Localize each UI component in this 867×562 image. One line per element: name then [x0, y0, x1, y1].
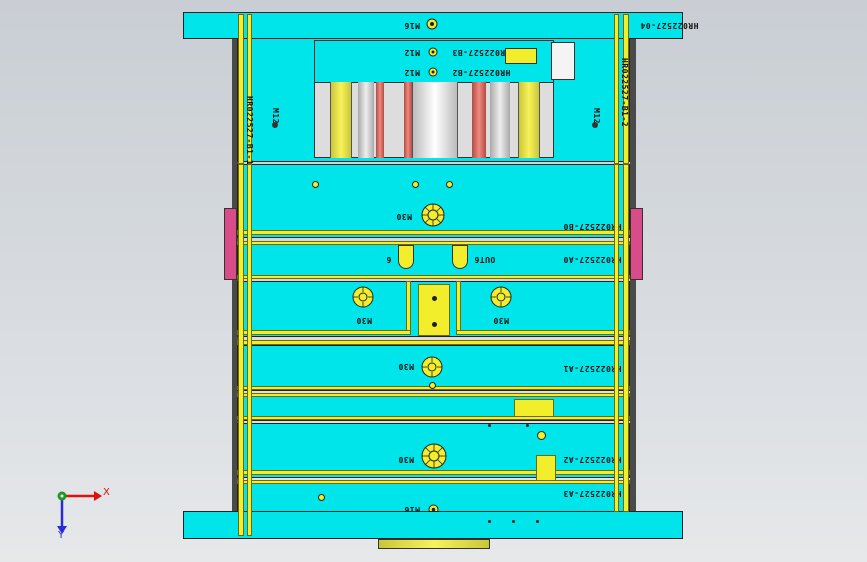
guide-rail-right-1 [614, 164, 619, 512]
a1-top-rail [237, 340, 630, 345]
rod-grey-2 [490, 82, 510, 158]
a0-out-label: OUT6 [474, 255, 496, 264]
a2-block[interactable] [536, 455, 556, 481]
screw-dot [526, 424, 529, 427]
spacer-top-rail [237, 393, 630, 397]
box-m12-b-label: M12 [404, 68, 420, 77]
plate-a1-label: HR022527-A1 [563, 364, 622, 373]
rail-left-outer [238, 14, 244, 164]
b0-bottom-rail [237, 230, 630, 235]
cavity-core-block[interactable] [418, 284, 450, 336]
bolt-head-icon [421, 203, 445, 227]
spacer-bottom-rail [237, 416, 630, 420]
box-part-b2-label: HR022527-B2 [452, 68, 511, 77]
rod-grey-1 [358, 82, 374, 158]
a0-in-label: 6 [386, 255, 392, 264]
rod-red-3 [472, 82, 486, 158]
cavity-slot-right [456, 281, 461, 335]
b0-hole-3 [446, 181, 453, 188]
locating-ring[interactable] [378, 539, 490, 549]
plate-b0-label: HR022527-B0 [563, 222, 622, 231]
plate-a2-m30-label: M30 [398, 455, 414, 464]
cavity-slot-left [406, 281, 411, 335]
left-m30-label: M30 [356, 316, 372, 325]
bolt-head-icon [428, 67, 438, 77]
cavity-bottom-rail-left [237, 330, 411, 335]
spacer-block[interactable] [514, 399, 554, 417]
box-part-b3-label: HR022527-B3 [452, 48, 511, 57]
plate-a3-label: HR022527-A3 [563, 489, 622, 498]
bolt-head-icon [421, 443, 447, 469]
screw-dot [512, 520, 515, 523]
a2-bottom-rail [237, 470, 630, 475]
guide-rail-right-2 [623, 164, 629, 512]
bottom-clamp-plate[interactable] [183, 511, 683, 539]
plate-b0-m30-label: M30 [396, 212, 412, 221]
right-m12-mark [592, 122, 598, 128]
switch-bracket [551, 42, 575, 80]
b0-hole-1 [312, 181, 319, 188]
core-mark-2 [432, 322, 437, 327]
plate-a2-label: HR022527-A2 [563, 455, 622, 464]
plate-a1-m30-label: M30 [398, 362, 414, 371]
cylinder-left [330, 82, 352, 158]
left-m12-mark [272, 122, 278, 128]
rail-right-outer [623, 14, 629, 164]
rail-right-inner [614, 14, 619, 164]
side-insert-left[interactable] [224, 208, 237, 280]
right-m30-label: M30 [493, 316, 509, 325]
screw-dot [488, 424, 491, 427]
screw-dot [488, 520, 491, 523]
cavity-bottom-rail-right [456, 330, 630, 335]
limit-switch[interactable] [505, 48, 537, 64]
top-m16-label: M16 [404, 21, 420, 30]
rod-red-1 [376, 82, 384, 158]
guide-rail-left-1 [238, 164, 244, 536]
a1-hole [429, 382, 436, 389]
side-insert-right[interactable] [630, 208, 643, 280]
a2-mark [537, 431, 546, 440]
a3-top-rail [237, 480, 630, 484]
axis-triad-icon [57, 491, 102, 534]
axis-y-label: Y [58, 530, 65, 541]
a3-hole-1 [318, 494, 325, 501]
bolt-head-icon [428, 47, 438, 57]
guide-rail-left-2 [247, 164, 252, 536]
left-vertical-label: HR022527-B1-1 [245, 96, 254, 166]
bolt-head-icon [490, 286, 512, 308]
a0-bottom-rail [237, 275, 630, 279]
bolt-head-icon [352, 286, 374, 308]
bolt-head-icon [426, 18, 438, 30]
rod-red-2 [404, 82, 412, 158]
axis-x-label: X [103, 487, 110, 498]
screw-dot [536, 520, 539, 523]
top-plate-label: HR022527-04 [640, 21, 699, 30]
right-vertical-label: HR022527-B1-2 [620, 58, 629, 128]
core-mark-1 [432, 296, 437, 301]
b0-hole-2 [412, 181, 419, 188]
plate-a0-label: HR022527-A0 [563, 255, 622, 264]
a0-port-2[interactable] [452, 245, 468, 269]
rail-left-inner [247, 14, 252, 164]
cylinder-center [412, 82, 458, 158]
a0-port-1[interactable] [398, 245, 414, 269]
a0-top-rail [237, 241, 630, 245]
bolt-head-icon [421, 356, 443, 378]
box-m12-a-label: M12 [404, 48, 420, 57]
cylinder-right [518, 82, 540, 158]
